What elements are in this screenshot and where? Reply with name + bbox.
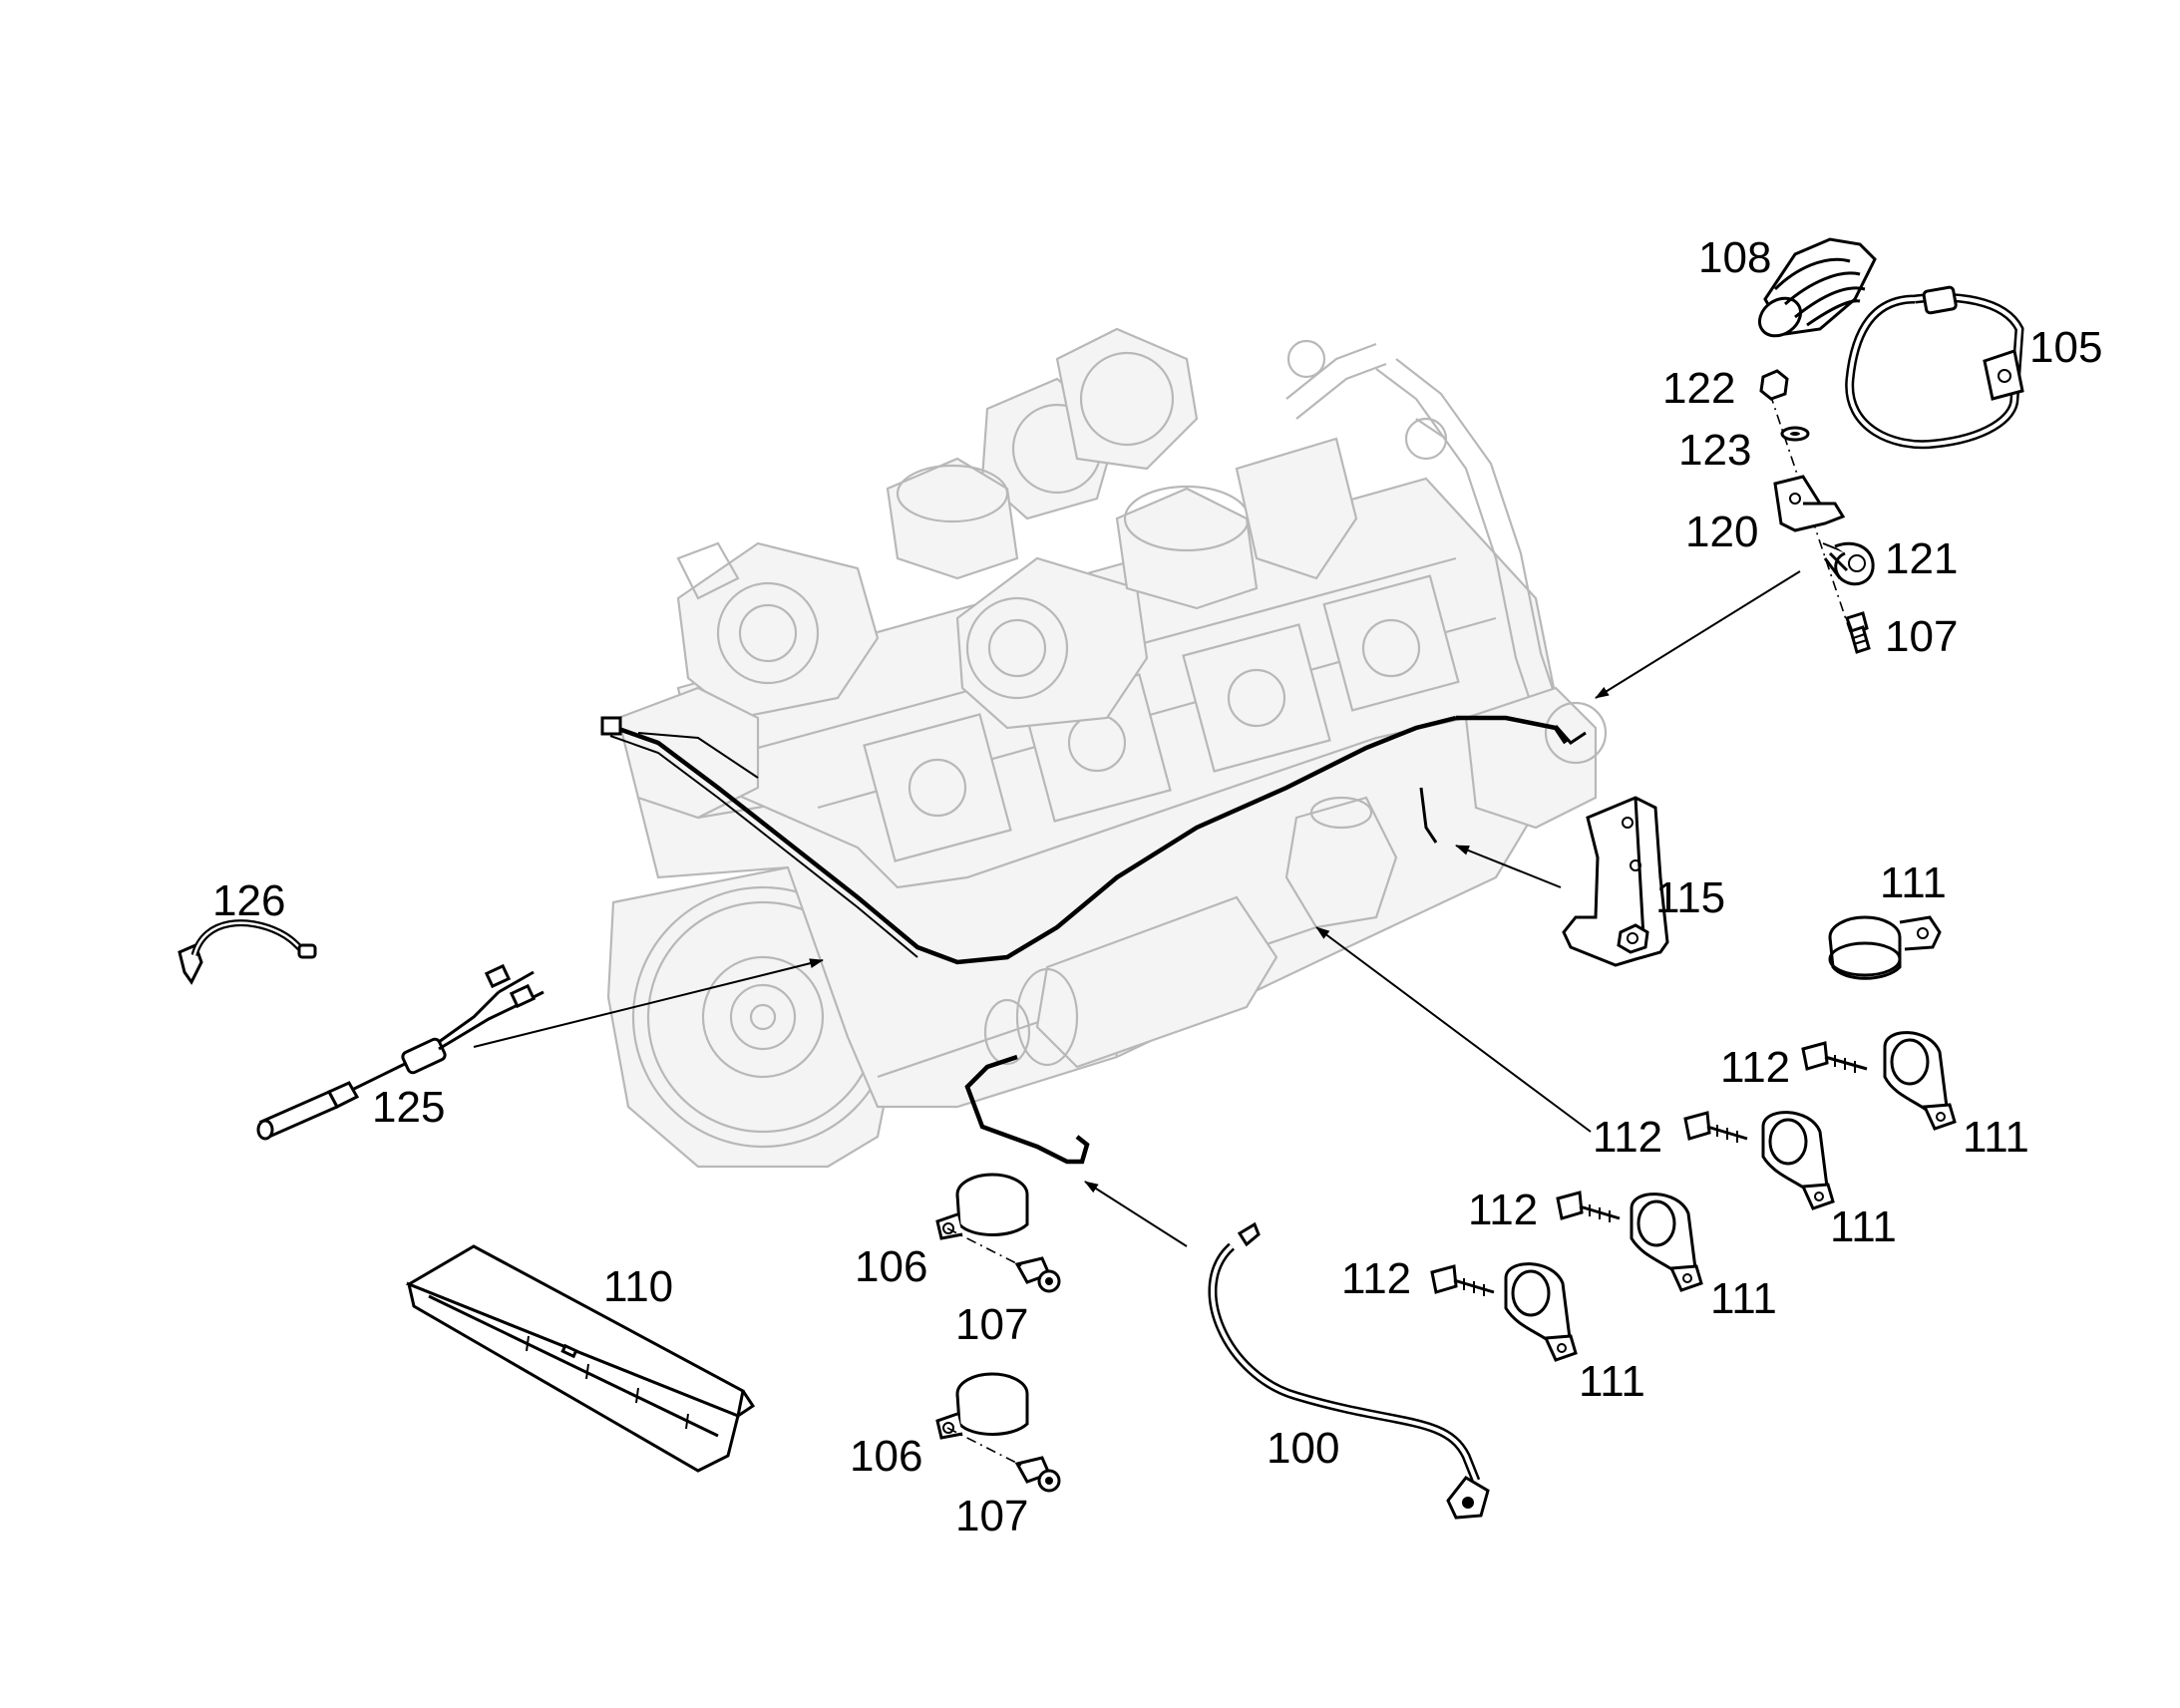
clamp-bolt-pair-4 — [1430, 1262, 1578, 1362]
callout-122: 122 — [1662, 364, 1735, 413]
callout-111-top: 111 — [1880, 858, 1947, 907]
part-115-l-bracket — [1562, 796, 1669, 967]
callout-105: 105 — [2029, 323, 2102, 372]
callout-106-upper: 106 — [855, 1242, 927, 1291]
callout-labels: 108 105 122 123 120 121 107 115 111 112 … — [212, 233, 2102, 1540]
callout-112-right: 112 — [1720, 1043, 1790, 1092]
callout-107-lower: 107 — [955, 1492, 1028, 1540]
part-105-sensor-harness-loop — [1845, 285, 2024, 450]
part-121-clip — [1823, 541, 1875, 586]
callout-112-mid: 112 — [1468, 1186, 1538, 1234]
callout-112-left: 112 — [1341, 1254, 1411, 1303]
callout-120: 120 — [1685, 508, 1758, 556]
part-100-ground-strap — [1208, 1221, 1490, 1520]
callout-110: 110 — [603, 1262, 673, 1311]
clamp-bolt-pair-2 — [1683, 1111, 1835, 1210]
leader-lines — [473, 393, 1854, 1247]
leader-112-center — [1315, 926, 1592, 1133]
part-110-cable-tray — [405, 1244, 756, 1473]
clamp-106-bolt-107-lower — [935, 1372, 1061, 1493]
engine-background-illustration — [606, 327, 1608, 1169]
callout-112-center: 112 — [1593, 1113, 1662, 1162]
part-125-sensor-cable — [256, 963, 545, 1141]
callout-108: 108 — [1698, 233, 1771, 282]
part-123-washer — [1780, 426, 1810, 442]
part-120-bracket — [1773, 475, 1846, 532]
exhaust-elbows — [886, 437, 1358, 610]
clamp-106-bolt-107-upper — [935, 1173, 1061, 1293]
callout-106-lower: 106 — [850, 1432, 922, 1481]
part-107-bolt-sensor — [1845, 611, 1871, 654]
callout-126: 126 — [212, 876, 285, 925]
part-126-sensor-lead — [178, 919, 317, 985]
part-111-clamp-top — [1828, 915, 1942, 980]
alternator — [1284, 686, 1608, 929]
leader-125 — [473, 958, 824, 1048]
callout-111-right: 111 — [1963, 1113, 2029, 1162]
callout-111-center: 111 — [1830, 1202, 1897, 1251]
callout-100: 100 — [1267, 1424, 1339, 1473]
callout-121: 121 — [1885, 534, 1958, 583]
left-bracket — [616, 541, 760, 820]
callout-123: 123 — [1678, 426, 1751, 475]
leader-107-harness — [1595, 570, 1801, 699]
intake-pipes — [1285, 339, 1563, 719]
leader-115 — [1455, 845, 1562, 888]
callout-107-sensor: 107 — [1885, 612, 1958, 661]
starter-motor — [983, 895, 1278, 1069]
callout-111-left: 111 — [1579, 1357, 1645, 1406]
callout-107-upper: 107 — [955, 1300, 1028, 1349]
part-108-corrugated-sleeve — [1758, 237, 1877, 338]
leader-100 — [1084, 1181, 1188, 1247]
turbochargers — [676, 327, 1199, 730]
callout-111-mid: 111 — [1710, 1274, 1777, 1323]
callout-125: 125 — [372, 1083, 445, 1132]
engine-wiring-harness — [600, 715, 1587, 1165]
part-122-nut — [1759, 369, 1789, 401]
clamp-bolt-pair-1 — [1801, 1031, 1957, 1131]
clamp-bolt-pair-3 — [1556, 1191, 1703, 1292]
callout-115: 115 — [1655, 873, 1725, 922]
